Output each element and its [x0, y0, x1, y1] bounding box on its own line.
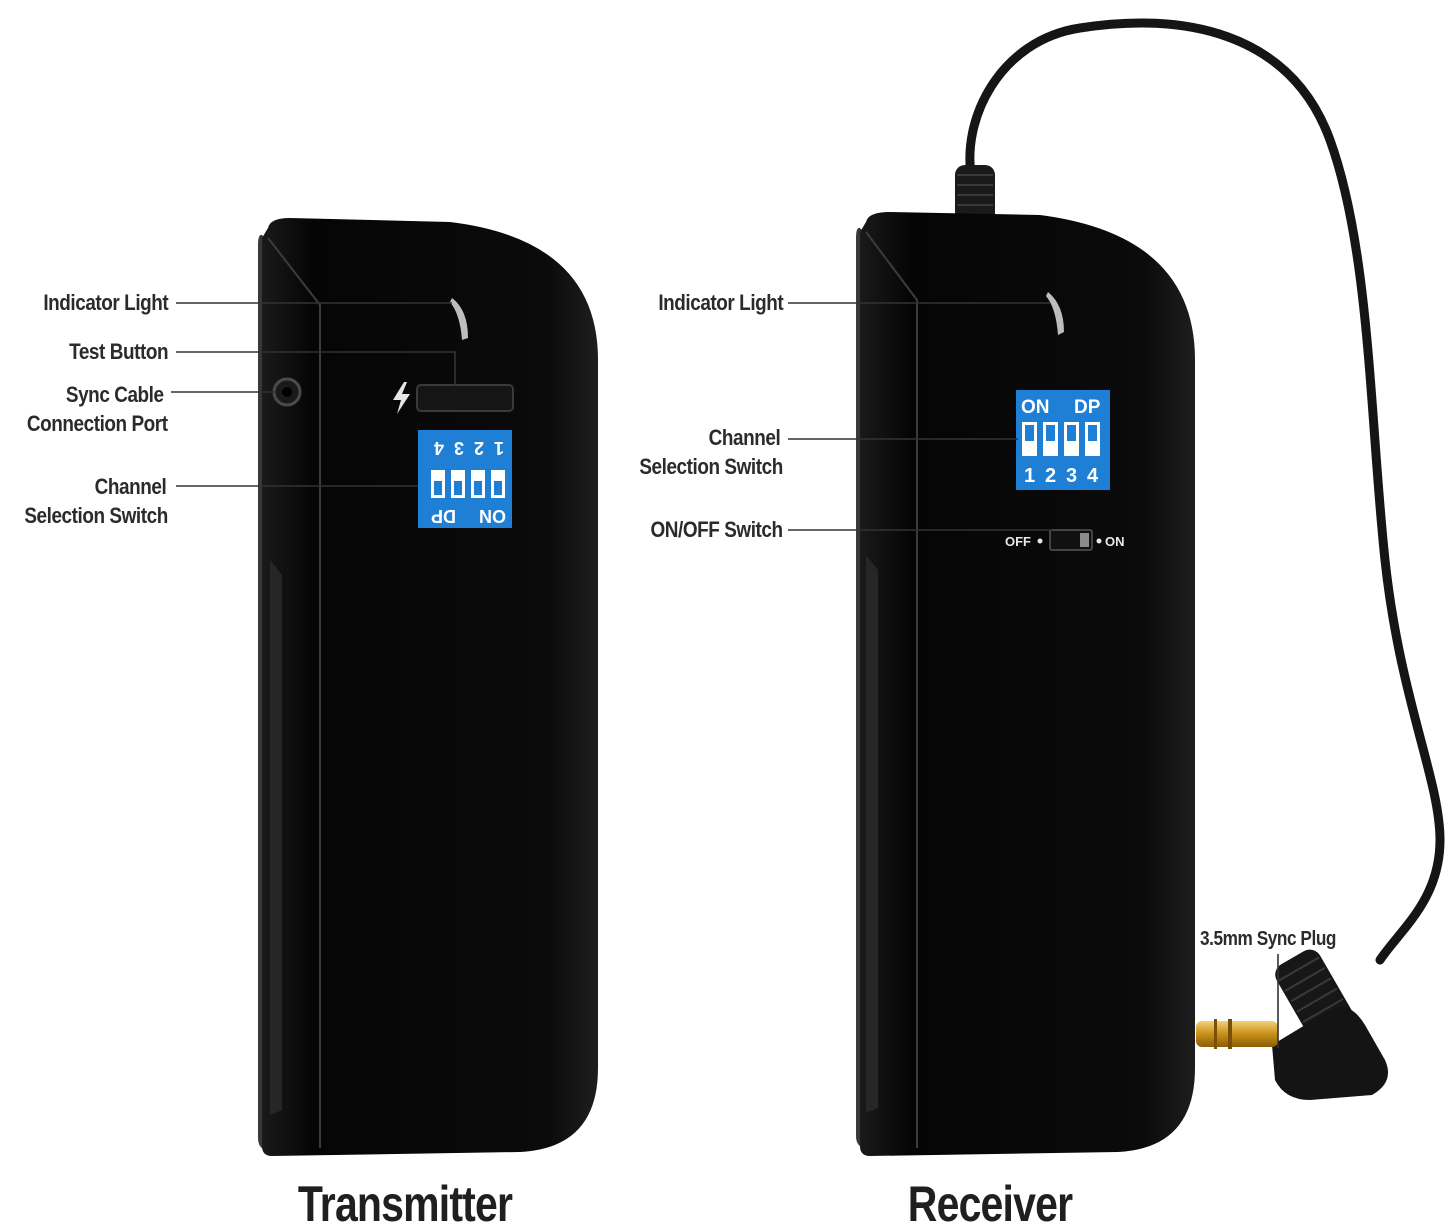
transmitter-channel-label-line2: Selection Switch	[24, 503, 169, 528]
receiver-dip-dp-label: DP	[1074, 397, 1101, 418]
transmitter-sync-port-label-line2: Connection Port	[27, 411, 168, 436]
receiver-device: ON DP 1 2 3 4 OFF ON	[856, 212, 1195, 1156]
receiver-power-off-label: OFF	[1005, 534, 1031, 549]
receiver-sync-plug	[1196, 949, 1389, 1100]
transmitter-device: ON DP 1 2 3 4	[258, 218, 598, 1156]
receiver-dip-on-label: ON	[1021, 397, 1050, 418]
receiver-channel-label-line1: Channel	[708, 425, 780, 450]
receiver-caption: Receiver	[907, 1176, 1073, 1232]
receiver-indicator-light-label: Indicator Light	[658, 290, 783, 315]
transmitter-indicator-light-label: Indicator Light	[43, 290, 168, 315]
transmitter-leader-lines	[171, 302, 456, 487]
transmitter-channel-label-line1: Channel	[94, 474, 166, 499]
receiver-sync-plug-label: 3.5mm Sync Plug	[1200, 928, 1336, 950]
transmitter-sync-port-hole	[282, 387, 292, 397]
receiver-dip-number-4: 4	[1087, 465, 1099, 487]
receiver-cable	[955, 18, 1445, 965]
receiver-onoff-switch-label: ON/OFF Switch	[650, 517, 784, 542]
transmitter-bevel-highlight	[267, 237, 321, 1148]
transmitter-body	[262, 218, 598, 1156]
transmitter-indicator-light	[450, 298, 468, 340]
transmitter-dip-number-2: 2	[474, 438, 484, 458]
transmitter-dip-dp-label: DP	[431, 506, 456, 526]
transmitter-dip-number-1: 1	[494, 438, 504, 458]
receiver-channel-label-line2: Selection Switch	[639, 454, 784, 479]
transmitter-caption: Transmitter	[297, 1176, 513, 1232]
transmitter-dip-number-4: 4	[434, 438, 444, 458]
receiver-dip-number-1: 1	[1024, 465, 1035, 487]
receiver-cable-strain-relief	[955, 165, 995, 225]
transmitter-side-groove	[270, 560, 282, 1115]
transmitter-test-button-label: Test Button	[69, 339, 168, 364]
sync-plug-pin	[1196, 1021, 1278, 1047]
receiver-dip-number-3: 3	[1066, 465, 1077, 487]
receiver-leader-lines	[788, 302, 1279, 1048]
receiver-bevel-highlight	[865, 231, 918, 1148]
transmitter-dip-number-3: 3	[454, 438, 464, 458]
transmitter-test-button[interactable]	[416, 384, 514, 412]
receiver-dip-number-2: 2	[1045, 465, 1056, 487]
receiver-power-on-label: ON	[1105, 534, 1125, 549]
receiver-indicator-light	[1046, 292, 1064, 335]
receiver-body	[860, 212, 1195, 1156]
transmitter-dip-switch[interactable]: ON DP 1 2 3 4	[418, 430, 512, 528]
receiver-power-switch[interactable]: OFF ON	[1005, 529, 1125, 551]
transmitter-sync-port-label-line1: Sync Cable	[66, 382, 164, 407]
receiver-dip-switch[interactable]: ON DP 1 2 3 4	[1016, 390, 1110, 490]
receiver-side-groove	[866, 555, 878, 1113]
transmitter-dip-on-label: ON	[479, 506, 506, 526]
lightning-icon	[393, 382, 410, 414]
